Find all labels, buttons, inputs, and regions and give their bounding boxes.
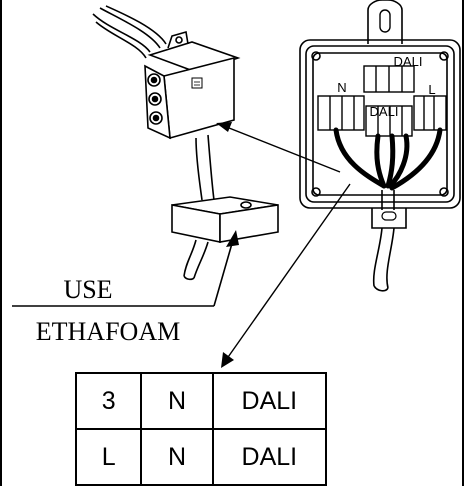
junction-box-conduit [195,134,215,201]
callout-line2: ETHAFOAM [36,317,180,346]
table-cell: DALI [211,372,328,430]
table-cell: L [74,428,143,486]
table-arrow [221,183,351,368]
table-cell: 3 [74,372,143,430]
internal-wires [333,127,443,191]
table-cell: N [140,428,214,486]
ethafoam-block [171,196,279,243]
ethafoam-callout: USE ETHAFOAM [12,230,239,346]
terminal-label-right: L [428,82,435,97]
junction-box-input-cables [92,5,167,59]
open-box-output-cable [372,190,395,292]
callout-line1: USE [63,275,112,304]
detail-arrow [216,122,341,173]
terminal-label-center: DALI [370,104,399,119]
junction-box-exterior [144,30,241,140]
terminal-blocks [317,65,447,137]
table-cell: N [140,372,214,430]
terminal-label-left: N [337,80,346,95]
ethafoam-lower-cable [183,239,209,281]
table-cell: DALI [211,428,328,486]
table-row: L N DALI [74,428,328,486]
open-junction-box [299,0,461,229]
terminal-label-top: DALI [394,54,423,69]
wiring-table: 3 N DALI L N DALI [74,372,328,486]
table-row: 3 N DALI [74,372,328,430]
